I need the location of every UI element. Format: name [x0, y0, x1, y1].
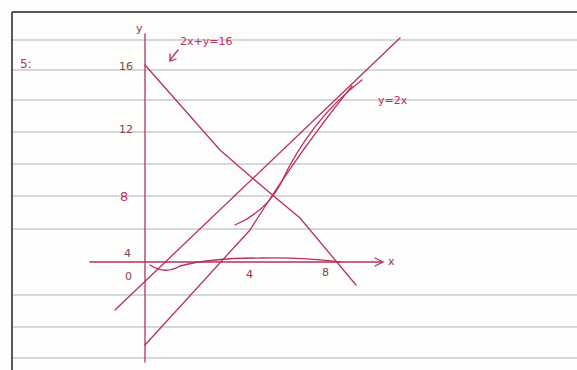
line-equation: 2x+y=16	[180, 35, 232, 48]
question-number: 5:	[20, 58, 32, 71]
tick-value: 4	[124, 247, 131, 260]
tick-value: 16	[119, 60, 133, 73]
axis-label: x	[388, 255, 395, 268]
tick-value: 12	[119, 123, 133, 136]
line-equation: y=2x	[378, 94, 407, 107]
tick-value: 8	[322, 266, 329, 279]
tick-value: 4	[246, 268, 253, 281]
tick-value: 8	[120, 190, 128, 203]
origin-label: 0	[125, 270, 132, 283]
axis-label: y	[136, 22, 143, 35]
